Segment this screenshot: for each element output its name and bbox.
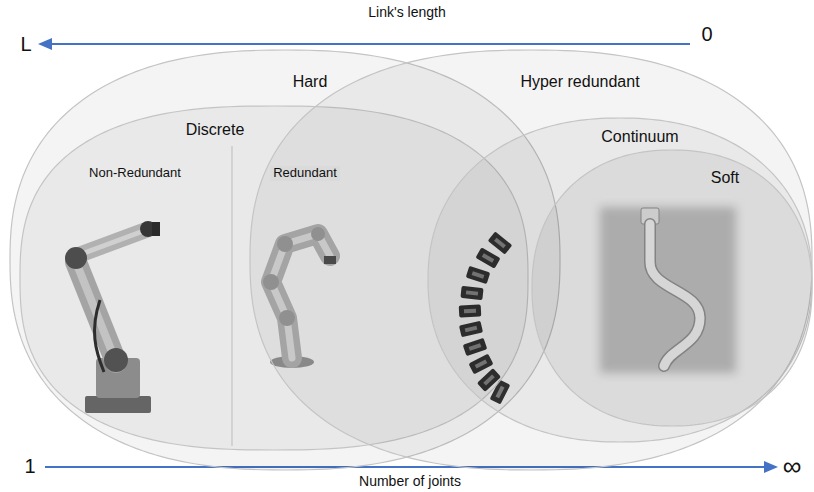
set-outline	[532, 150, 812, 426]
set-label: Hard	[293, 73, 328, 91]
axis-title: Link's length	[368, 4, 445, 20]
arrow-head	[764, 461, 778, 473]
set-ellipse: ContinuumSoft	[428, 118, 812, 442]
set-region: Non-Redundant	[30, 150, 232, 440]
set-outline	[250, 50, 812, 470]
axis-end-value: ∞	[783, 452, 802, 482]
axis-line	[45, 466, 766, 468]
axis-end-value: 1	[24, 455, 35, 478]
axis-line	[50, 43, 690, 45]
set-ellipse: Soft	[532, 150, 812, 426]
axis-title: Number of joints	[359, 473, 461, 489]
set-label: Soft	[711, 169, 739, 187]
set-label: Hyper redundant	[520, 73, 639, 91]
set-outline	[532, 150, 812, 426]
set-label: Discrete	[186, 121, 245, 139]
set-outline	[428, 118, 812, 442]
set-label: Continuum	[601, 128, 678, 146]
axis-end-value: 0	[701, 23, 712, 46]
set-label: Non-Redundant	[89, 166, 181, 181]
arrow-head	[38, 38, 52, 50]
set-ellipse: Hyper redundantContinuumSoft	[250, 50, 812, 470]
axis-end-value: L	[20, 33, 31, 56]
divider-line	[231, 146, 232, 446]
